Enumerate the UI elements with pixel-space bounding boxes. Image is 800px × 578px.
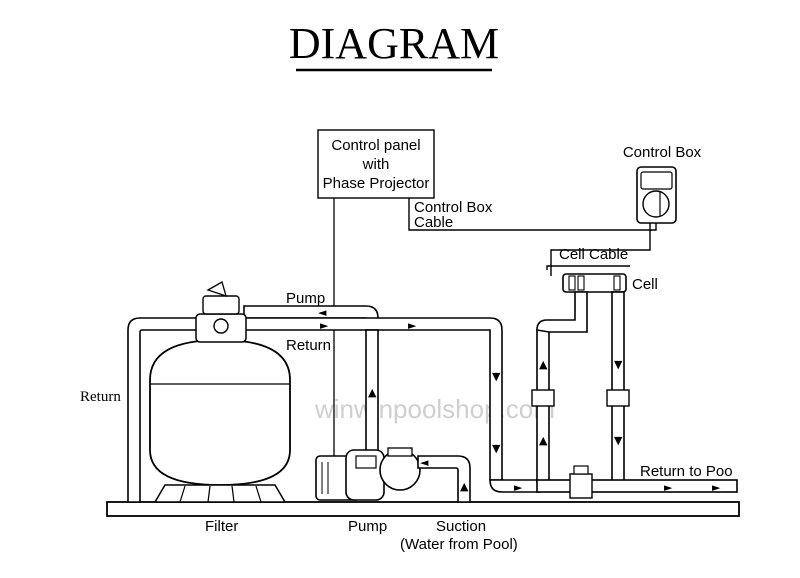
return-to-pool-pipe [536,479,738,493]
flow-arrow-left: ◄ [318,306,327,319]
sand-filter [149,281,291,503]
suction-label-2: (Water from Pool) [400,536,518,553]
salt-cell [562,273,627,293]
filter-label: Filter [205,518,238,535]
pool-pump [315,447,421,501]
flow-arrow-up: ▲ [368,386,377,399]
control-panel-label-1: Control panel [331,137,420,154]
flow-arrow-right-5: ► [712,481,721,494]
return-left-label: Return [80,389,121,405]
suction-label-1: Suction [436,518,486,535]
pump-top-label: Pump [286,290,325,307]
bottom-valve [569,465,593,499]
watermark: winwinpoolshop.com [314,394,555,424]
control-panel-box [317,129,435,199]
return-pipe-top [243,317,503,481]
control-box-cable [408,198,657,231]
cell-loop-top-pipe [536,291,588,333]
flow-arrow-down-3: ▼ [614,358,623,371]
control-box-cable-label-1: Control Box [414,199,493,216]
control-box-label: Control Box [623,144,702,161]
control-box-device [636,166,677,224]
valve-left [531,389,555,407]
flow-arrow-up-2: ▲ [539,358,548,371]
cell-loop-right-pipe [611,291,625,483]
flow-arrow-up-4: ▲ [460,480,469,493]
return-pipe-left [127,317,209,503]
return-to-pool-label: Return to Poo [640,463,733,480]
ground-base [106,501,740,517]
return-top-label: Return [286,337,331,354]
flow-arrow-right-4: ► [664,481,673,494]
flow-arrow-down-1: ▼ [492,370,501,383]
control-panel-label-3: Phase Projector [323,175,430,192]
cell-label: Cell [632,276,658,293]
flow-arrow-up-3: ▲ [539,434,548,447]
valve-right [606,389,630,407]
cell-cable [550,223,651,276]
pump-bottom-label: Pump [348,518,387,535]
cell-cable-label: Cell Cable [559,246,628,263]
flow-arrow-right-2: ► [408,319,417,332]
suction-pipe [417,455,471,503]
cell-cable-inner [546,265,630,270]
bottom-pipe-1 [489,479,541,493]
flow-arrow-down-2: ▼ [492,442,501,455]
control-panel-label-2: with [362,156,390,173]
flow-arrow-right-1: ► [320,319,329,332]
control-box-cable-label-2: Cable [414,214,453,231]
flow-arrow-left-2: ◄ [420,456,429,469]
flow-arrow-right-3: ► [514,481,523,494]
diagram-title: DIAGRAM [289,19,499,68]
flow-arrow-down-4: ▼ [614,434,623,447]
